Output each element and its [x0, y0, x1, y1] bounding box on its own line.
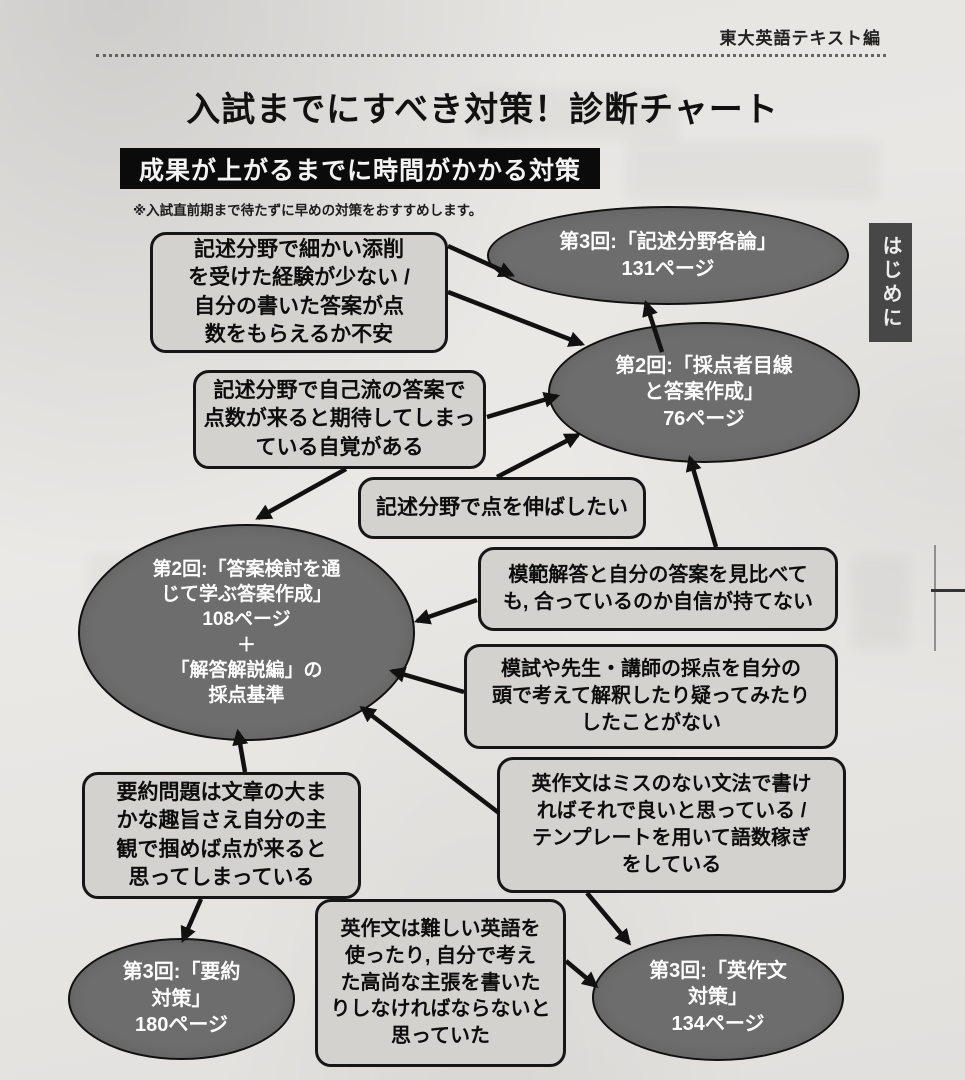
node-ch2-answer-review: 第2回:「答案検討を通 じて学ぶ答案作成」 108ページ ＋ 「解答解説編」の … [78, 524, 415, 741]
bleedthrough-ghost [852, 555, 910, 650]
box-little-correction-experience: 記述分野で細かい添削 を受けた経験が少ない / 自分の書いた答案が点 数をもらえ… [150, 232, 448, 353]
page-title: 入試までにすべき対策！診断チャート [186, 91, 779, 129]
photo-edge-mark [934, 545, 936, 651]
bleedthrough-ghost [625, 140, 880, 200]
box-composition-grammar-only: 英作文はミスのない文法で書け ればそれで良いと思っている / テンプレートを用い… [497, 757, 846, 893]
box-self-style-expectation: 記述分野で自己流の答案で 点数が来ると期待してしまっ ている自覚がある [193, 370, 486, 469]
node-ch3-composition: 第3回:「英作文 対策」 134ページ [592, 934, 844, 1061]
header-edition-label: 東大英語テキスト編 [719, 29, 881, 48]
box-model-answer-doubt: 模範解答と自分の答案を見比べて も, 合っているのか自信が持てない [478, 547, 838, 631]
section-banner: 成果が上がるまでに時間がかかる対策 [120, 148, 600, 189]
node-ch3-summary: 第3回:「要約 対策」 180ページ [68, 938, 295, 1060]
node-ch3-descriptive-topics: 第3回:「記述分野各論」 131ページ [487, 206, 849, 305]
box-summary-subjective: 要約問題は文章の大ま かな趣旨さえ自分の主 観で掴めば点が来ると 思ってしまって… [82, 772, 361, 899]
section-note: ※入試直前期まで待たずに早めの対策をおすすめします。 [133, 203, 483, 218]
node-ch2-grader-perspective: 第2回:「採点者目線 と答案作成」 76ページ [548, 322, 860, 463]
box-improve-descriptive-score: 記述分野で点を伸ばしたい [358, 477, 646, 539]
box-composition-difficult-english: 英作文は難しい英語を 使ったり, 自分で考え た高尚な主張を書いた りしなければ… [315, 899, 566, 1067]
box-never-questioned-grading: 模試や先生・講師の採点を自分の 頭で考えて解釈したり疑ってみたり したことがない [464, 644, 838, 749]
photo-edge-mark [931, 589, 965, 592]
header-divider [96, 54, 886, 57]
bleedthrough-ghost [470, 88, 680, 140]
side-tab-hajimeni: はじめに [869, 223, 912, 342]
